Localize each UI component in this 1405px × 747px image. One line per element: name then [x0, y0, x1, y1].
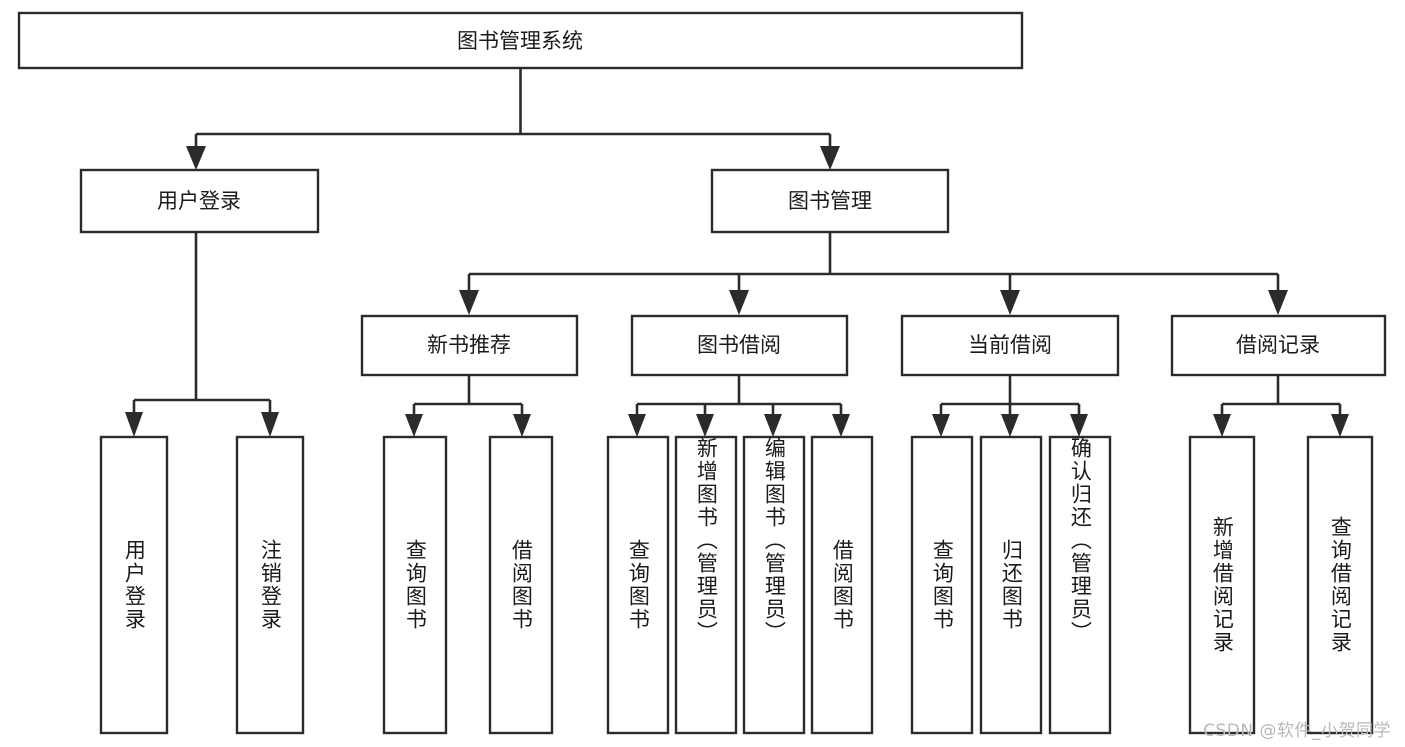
leaf-box-user-login-1[interactable] — [99, 435, 169, 735]
arrow-head-leaf-cb-2 — [1001, 414, 1019, 437]
leaf-box-nbr-1[interactable] — [382, 435, 448, 735]
connector-group-root — [186, 68, 840, 170]
arrow-head-leaf-br-1 — [1213, 414, 1231, 437]
arrow-head-leaf-bb-3 — [764, 414, 782, 437]
leaf-box-bb-2[interactable] — [674, 435, 738, 735]
arrow-head-leaf-user-login-2 — [261, 412, 279, 437]
node-box-borrow-record[interactable] — [1170, 314, 1387, 377]
leaf-box-bb-3[interactable] — [742, 435, 806, 735]
arrow-head-leaf-user-login-1 — [125, 412, 143, 437]
arrow-head-current-borrow — [1000, 290, 1020, 315]
node-label-root: 图书管理系统 — [457, 29, 583, 53]
connector-group-current-borrow — [932, 375, 1088, 437]
csdn-watermark: CSDN @软件_小贺同学 — [1203, 721, 1391, 741]
arrow-head-leaf-cb-3 — [1070, 414, 1088, 437]
node-label-user-login: 用户登录 — [157, 189, 241, 213]
arrow-head-user-login — [186, 146, 206, 170]
arrow-head-leaf-bb-4 — [832, 414, 850, 437]
arrow-head-borrow-record — [1268, 290, 1288, 315]
leaf-box-nbr-2[interactable] — [488, 435, 554, 735]
leaf-box-br-2[interactable] — [1306, 435, 1374, 735]
arrow-head-leaf-bb-1 — [628, 414, 646, 437]
leaf-box-cb-3[interactable] — [1048, 435, 1112, 735]
node-label-book-borrow: 图书借阅 — [697, 333, 781, 357]
node-box-user-login[interactable] — [79, 168, 320, 234]
node-label-book-mgmt: 图书管理 — [788, 189, 872, 213]
leaf-box-br-1[interactable] — [1188, 435, 1256, 735]
arrow-head-book-borrow — [729, 290, 749, 315]
arrow-head-leaf-cb-1 — [932, 414, 950, 437]
arrow-head-leaf-bb-2 — [696, 414, 714, 437]
leaf-box-bb-4[interactable] — [810, 435, 874, 735]
arrow-head-leaf-nbr-2 — [513, 414, 531, 437]
arrow-head-book-mgmt — [820, 146, 840, 170]
leaf-box-cb-2[interactable] — [979, 435, 1043, 735]
leaf-box-bb-1[interactable] — [606, 435, 670, 735]
node-box-root[interactable] — [17, 11, 1024, 70]
node-label-current-borrow: 当前借阅 — [968, 333, 1052, 357]
node-box-new-book-recommend[interactable] — [360, 314, 579, 377]
leaf-box-user-login-2[interactable] — [235, 435, 305, 735]
connector-group-new-book-recommend — [405, 375, 531, 437]
arrow-head-leaf-nbr-1 — [405, 414, 423, 437]
connector-group-borrow-record — [1213, 375, 1349, 437]
node-box-current-borrow[interactable] — [900, 314, 1120, 377]
node-label-new-book-recommend: 新书推荐 — [427, 333, 511, 357]
connector-group-user-login — [125, 232, 279, 437]
node-box-book-mgmt[interactable] — [710, 168, 950, 234]
leaf-box-cb-1[interactable] — [910, 435, 974, 735]
connector-group-book-borrow — [628, 375, 850, 437]
node-box-book-borrow[interactable] — [630, 314, 849, 377]
arrow-head-new-book-recommend — [459, 290, 479, 315]
arrow-head-leaf-br-2 — [1331, 414, 1349, 437]
node-label-borrow-record: 借阅记录 — [1236, 333, 1320, 357]
connector-group-book-mgmt — [459, 232, 1288, 315]
